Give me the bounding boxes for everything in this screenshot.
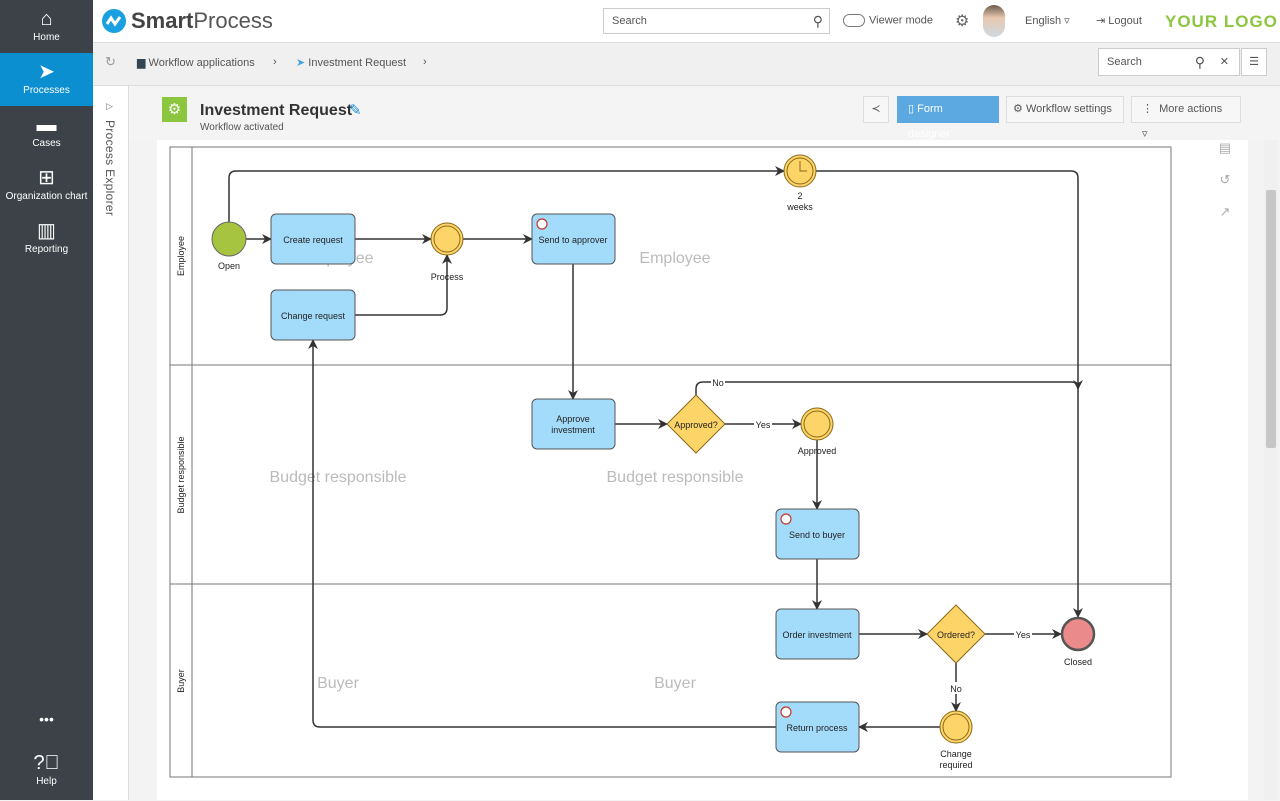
process-explorer-panel[interactable]: ▷ Process Explorer bbox=[93, 86, 129, 800]
refresh-icon[interactable]: ↻ bbox=[105, 54, 116, 69]
logout-icon: ⇥ bbox=[1096, 15, 1106, 27]
vertical-scrollbar[interactable] bbox=[1264, 140, 1278, 800]
user-avatar[interactable] bbox=[983, 5, 1005, 37]
list-icon: ☰ bbox=[1249, 56, 1259, 68]
folder-icon: ▆ bbox=[137, 57, 146, 69]
workflow-settings-button[interactable]: ⚙ Workflow settings bbox=[1006, 96, 1124, 123]
global-search-input[interactable]: Search⚲ bbox=[603, 8, 830, 34]
processes-icon: ➤ bbox=[38, 61, 55, 83]
chevron-right-icon: › bbox=[423, 56, 427, 68]
chevron-down-icon: ▿ bbox=[1142, 128, 1148, 140]
more-actions-button[interactable]: ⋮ More actions ▿ bbox=[1131, 96, 1241, 140]
logout-button[interactable]: ⇥ Logout bbox=[1096, 15, 1142, 27]
viewer-mode-toggle[interactable]: Viewer mode bbox=[843, 14, 933, 27]
process-explorer-label: Process Explorer bbox=[103, 120, 117, 217]
language-dropdown[interactable]: English ▿ bbox=[1025, 15, 1070, 27]
list-view-button[interactable]: ☰ bbox=[1241, 48, 1267, 76]
sidebar-item-cases[interactable]: ▬Cases bbox=[0, 106, 93, 159]
reporting-icon: ▥ bbox=[37, 220, 56, 242]
org-chart-icon: ⊞ bbox=[38, 167, 55, 189]
sidebar-item-processes[interactable]: ➤Processes bbox=[0, 53, 93, 106]
help-button[interactable]: ?⃝Help bbox=[0, 748, 93, 801]
toggle-icon bbox=[843, 14, 865, 27]
search-icon[interactable]: ⚲ bbox=[812, 13, 823, 29]
folder-icon: ▬ bbox=[36, 114, 57, 136]
document-icon: ▯ bbox=[908, 103, 915, 115]
search-icon[interactable]: ⚲ bbox=[1194, 54, 1205, 70]
sidebar: ⌂Home ➤Processes ▬Cases ⊞Organization ch… bbox=[0, 0, 93, 800]
close-icon[interactable]: ✕ bbox=[1219, 56, 1229, 68]
page-title: Investment Request bbox=[200, 102, 353, 119]
history-icon[interactable]: ↺ bbox=[1219, 172, 1231, 187]
workflow-gears-icon: ⚙ bbox=[162, 97, 187, 122]
diagram-tools: ▤ ↺ ↗ bbox=[1210, 140, 1240, 236]
title-bar: ⚙ Investment Request ✎ Workflow activate… bbox=[129, 86, 1280, 140]
breadcrumb-bar: ↻ ▆ Workflow applications › ➤ Investment… bbox=[93, 43, 1280, 86]
form-designer-button[interactable]: ▯ Form designer bbox=[897, 96, 999, 140]
smartprocess-logo-icon bbox=[102, 9, 126, 33]
sidebar-item-organization-chart[interactable]: ⊞Organization chart bbox=[0, 159, 93, 212]
share-icon: ≺ bbox=[871, 103, 881, 115]
more-button[interactable]: ••• bbox=[39, 711, 54, 727]
gears-icon: ⚙ bbox=[1013, 103, 1023, 115]
breadcrumb-search-input[interactable]: Search⚲✕ bbox=[1098, 48, 1240, 76]
home-icon: ⌂ bbox=[40, 8, 53, 30]
process-icon: ➤ bbox=[296, 57, 306, 69]
share-button[interactable]: ≺ bbox=[863, 96, 889, 123]
analytics-icon[interactable]: ↗ bbox=[1219, 204, 1231, 219]
edit-pencil-icon[interactable]: ✎ bbox=[349, 102, 362, 119]
settings-gear-icon[interactable]: ⚙ bbox=[955, 13, 970, 30]
help-icon: ?⃝ bbox=[33, 752, 60, 774]
company-logo: YOUR LOGO bbox=[1165, 12, 1278, 31]
diagram-canvas[interactable] bbox=[157, 140, 1248, 800]
workflow-status: Workflow activated bbox=[200, 122, 284, 133]
expand-icon[interactable]: ▷ bbox=[106, 101, 113, 111]
sidebar-item-home[interactable]: ⌂Home bbox=[0, 0, 93, 53]
breadcrumb-investment-request[interactable]: ➤ Investment Request bbox=[296, 57, 407, 69]
breadcrumb-workflow-applications[interactable]: ▆ Workflow applications bbox=[137, 57, 255, 69]
chevron-right-icon: › bbox=[273, 56, 277, 68]
sidebar-item-reporting[interactable]: ▥Reporting bbox=[0, 212, 93, 265]
scrollbar-thumb[interactable] bbox=[1266, 190, 1276, 448]
pdf-icon[interactable]: ▤ bbox=[1218, 140, 1232, 155]
chevron-down-icon: ▿ bbox=[1064, 15, 1070, 27]
kebab-icon: ⋮ bbox=[1142, 103, 1153, 115]
